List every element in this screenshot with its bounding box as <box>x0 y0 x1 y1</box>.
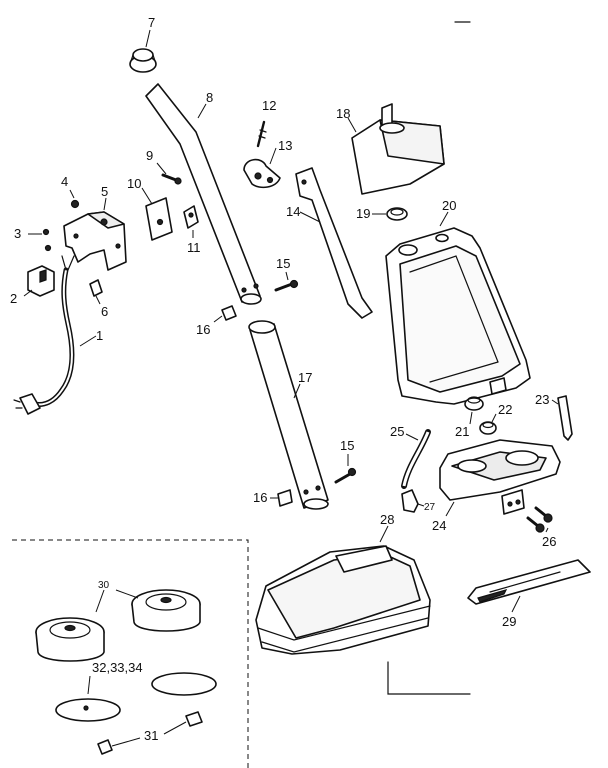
part-25-hose <box>401 429 431 489</box>
part-32-33-34-disc-right <box>151 672 217 696</box>
part-4-screw <box>70 199 80 209</box>
part-1-power-cord <box>13 255 75 415</box>
part-23-pin <box>557 395 573 441</box>
part-30-brush-left <box>35 617 105 662</box>
label-2: 2 <box>10 291 17 306</box>
label-20: 20 <box>442 198 456 213</box>
part-31-clip-right <box>185 711 203 727</box>
label-13: 13 <box>278 138 292 153</box>
part-29-strip <box>467 559 591 605</box>
part-8-upper-handle <box>145 83 262 305</box>
label-11: 11 <box>187 240 201 255</box>
part-2-switch <box>27 265 55 297</box>
part-11-clip <box>183 205 199 229</box>
part-28-base-housing <box>255 545 431 655</box>
part-24-motor-housing <box>439 439 561 515</box>
part-32-33-34-disc-left <box>55 698 121 722</box>
part-14-bracket-arm <box>295 167 373 319</box>
label-15-lower: 15 <box>340 438 354 453</box>
part-31-clip-left <box>97 739 113 755</box>
part-30-brush-right <box>131 589 201 632</box>
label-25: 25 <box>390 424 404 439</box>
part-19-grommet <box>386 207 408 221</box>
part-6-connector <box>89 279 103 297</box>
part-20-bag-housing <box>385 227 531 405</box>
part-15-screw-upper <box>274 279 299 292</box>
accessory-group-border <box>12 539 249 768</box>
label-16-lower: 16 <box>253 490 267 505</box>
part-5-bracket <box>63 211 127 271</box>
label-21: 21 <box>455 424 469 439</box>
label-18: 18 <box>336 106 350 121</box>
part-27-elbow <box>401 489 419 513</box>
label-32-33-34: 32,33,34 <box>92 660 143 675</box>
label-19: 19 <box>356 206 370 221</box>
label-9: 9 <box>146 148 153 163</box>
part-3-screws <box>42 228 52 252</box>
label-28: 28 <box>380 512 394 527</box>
part-15-screw-lower <box>334 467 357 484</box>
label-15-upper: 15 <box>276 256 290 271</box>
label-30: 30 <box>98 580 110 591</box>
label-10: 10 <box>127 176 141 191</box>
part-21-plug <box>464 396 484 411</box>
label-7: 7 <box>148 15 155 30</box>
part-16-nut-lower <box>277 489 293 507</box>
label-29: 29 <box>502 614 516 629</box>
label-24: 24 <box>432 518 446 533</box>
label-3: 3 <box>14 226 21 241</box>
label-4: 4 <box>61 174 68 189</box>
label-27: 27 <box>424 502 436 513</box>
part-16-nut-upper <box>221 305 237 321</box>
label-14: 14 <box>286 204 300 219</box>
part-9-screw <box>161 173 182 185</box>
part-22-plug <box>479 421 497 435</box>
part-26-screws <box>526 506 553 533</box>
label-17: 17 <box>298 370 312 385</box>
label-31: 31 <box>144 728 158 743</box>
part-10-plate <box>145 197 173 241</box>
part-12-pin <box>256 120 267 148</box>
label-12: 12 <box>262 98 276 113</box>
label-26: 26 <box>542 534 556 549</box>
part-7-cap <box>129 48 157 73</box>
label-1: 1 <box>96 328 103 343</box>
part-18-top-cover <box>351 103 445 195</box>
label-23: 23 <box>535 392 549 407</box>
label-6: 6 <box>101 304 108 319</box>
label-8: 8 <box>206 90 213 105</box>
part-13-clamp <box>243 158 281 189</box>
label-5: 5 <box>101 184 108 199</box>
part-17-lower-handle <box>248 320 329 510</box>
label-22: 22 <box>498 402 512 417</box>
label-16-upper: 16 <box>196 322 210 337</box>
bracket-line <box>387 661 471 695</box>
